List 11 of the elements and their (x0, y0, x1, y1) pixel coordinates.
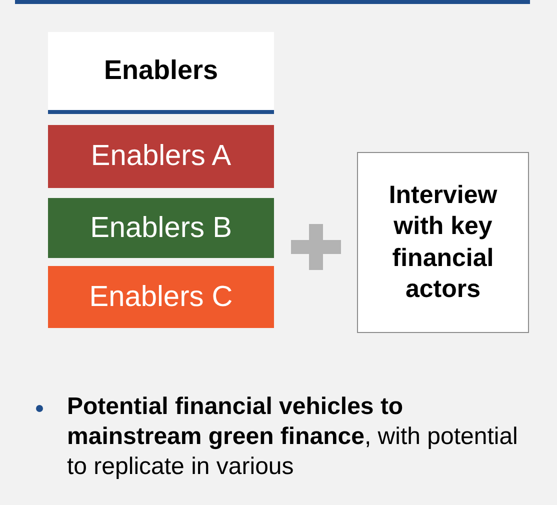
node-label: Enablers A (90, 139, 232, 174)
text-box (357, 152, 529, 333)
category-box (48, 125, 274, 188)
category-box (48, 266, 274, 328)
node-label: Interview with key financial actors (388, 180, 498, 305)
bullet-text: Potential financial vehicles to mainstream green finance, with potential to replicate in various (67, 392, 519, 482)
node-label: Enablers B (90, 210, 232, 246)
heading: Enablers (104, 54, 218, 88)
node-label: Enablers C (89, 280, 233, 315)
category-box (48, 198, 274, 258)
header-box (48, 32, 274, 114)
